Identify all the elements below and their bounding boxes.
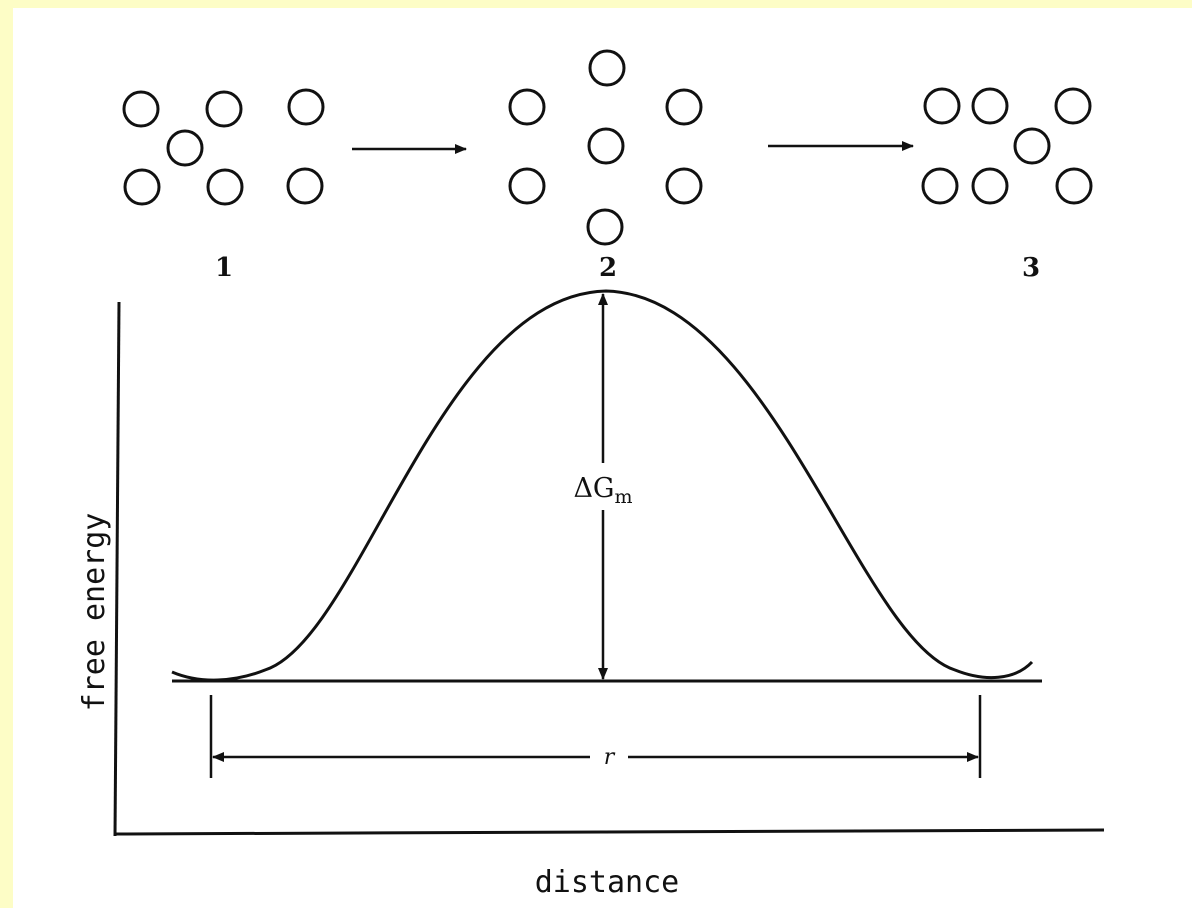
atom-config-3 [923,89,1091,203]
atom-config-1 [124,90,323,204]
barrier-label: ΔGm [573,473,632,508]
atom [590,51,624,85]
atom [289,90,323,124]
atom [208,170,242,204]
atom [1056,89,1090,123]
atom [124,92,158,126]
atom [288,169,322,203]
barrier-label-subscript: m [615,486,633,508]
atom [667,169,701,203]
atom [1015,129,1049,163]
stage-label-1: 1 [215,253,233,283]
atom [510,169,544,203]
atom [125,170,159,204]
y-axis-label: free energy [77,513,112,712]
atom [207,92,241,126]
barrier-label-main: ΔG [573,473,614,504]
x-axis-label: distance [535,865,680,900]
atom [589,129,623,163]
atom [1057,169,1091,203]
atom [510,90,544,124]
atom [923,169,957,203]
atom-config-2 [510,51,701,244]
distance-label: r [604,745,616,770]
y-axis-line [115,302,119,836]
distance-indicator [211,695,980,778]
atom [168,131,202,165]
atom [973,169,1007,203]
x-axis-line [115,830,1104,834]
atom [973,89,1007,123]
stage-label-3: 3 [1022,253,1040,283]
atom [925,89,959,123]
stage-label-2: 2 [599,253,617,283]
atom [588,210,622,244]
atom [667,90,701,124]
